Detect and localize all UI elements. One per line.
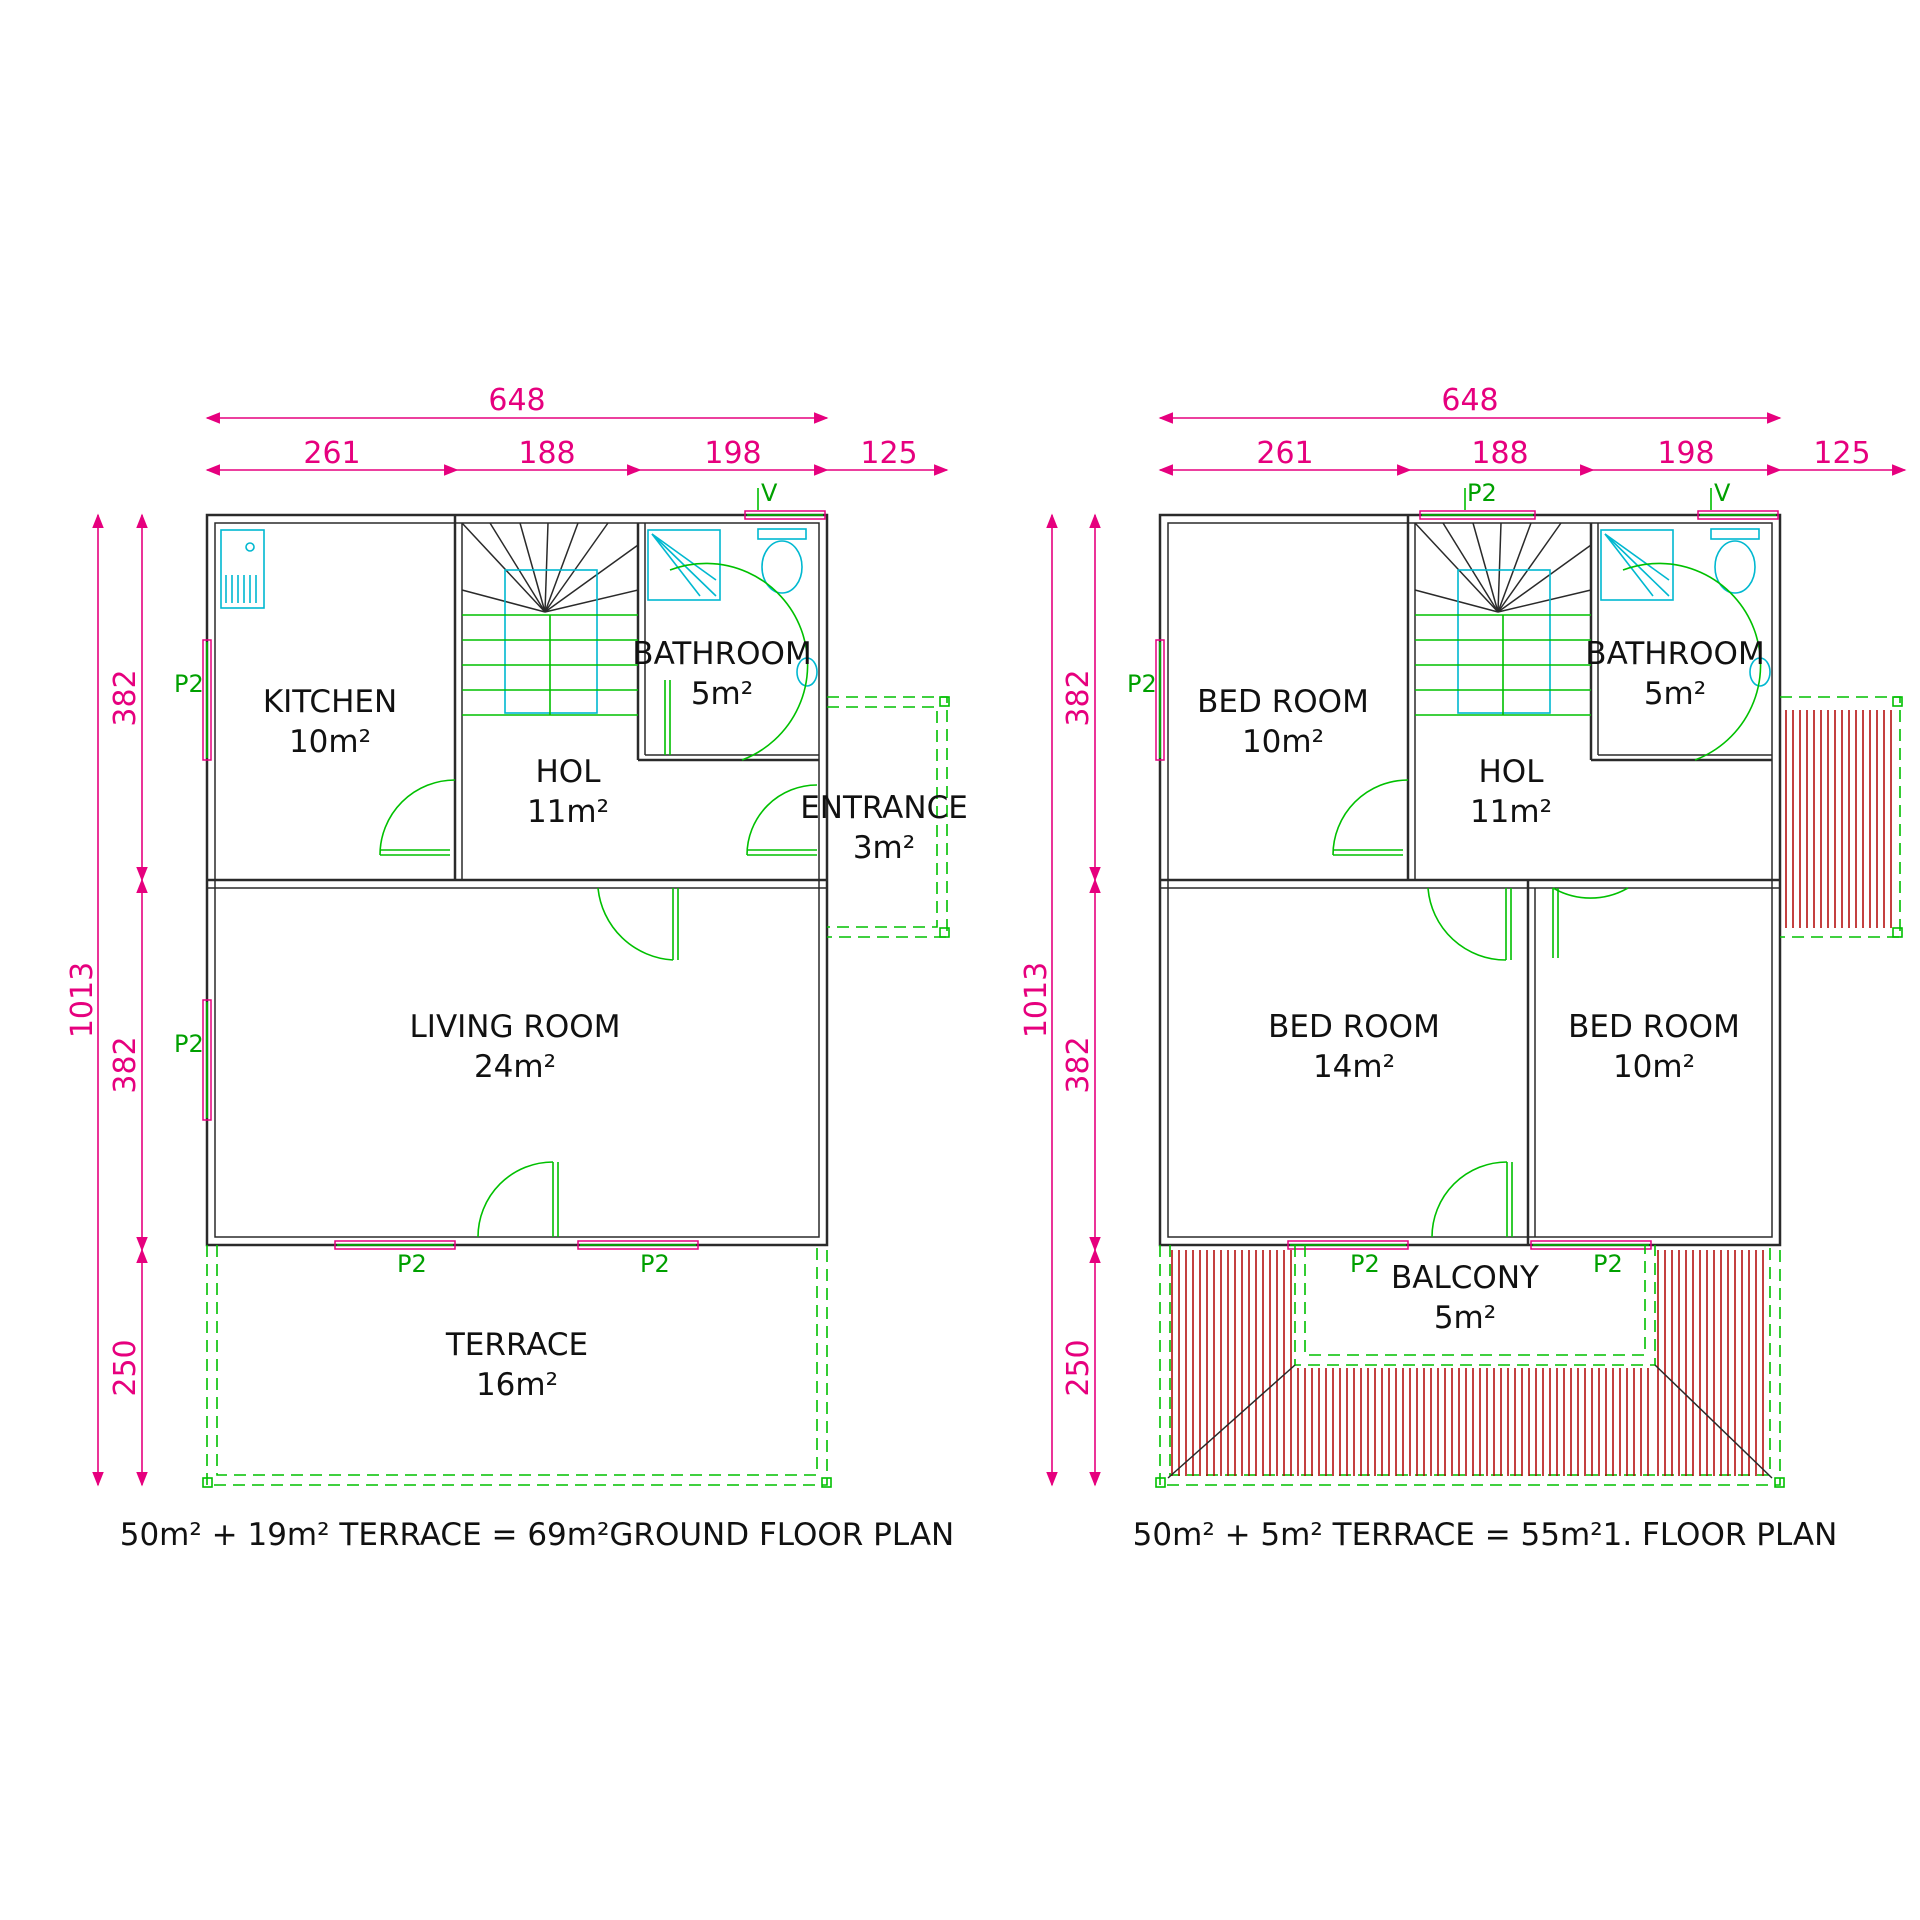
window-tag-kitchen: P2	[174, 670, 204, 698]
room-area-entrance: 3m²	[853, 830, 915, 866]
ground-staircase	[461, 522, 639, 716]
first-opening-tags: P2 P2 P2 P2 V	[1127, 479, 1731, 1278]
dim-width-4: 125	[1813, 436, 1870, 471]
first-room-labels: BED ROOM 10m² HOL 11m² BATHROOM 5m² BED …	[1197, 636, 1765, 1336]
dim-height-2: 382	[108, 1036, 143, 1093]
dim-width-2: 188	[1471, 436, 1528, 471]
ground-floor-plan: 648 261 188 198 125 1013 382 382 250	[65, 383, 968, 1553]
dim-height-2: 382	[1061, 1036, 1096, 1093]
room-area-bathroom: 5m²	[1644, 676, 1706, 712]
room-area-bathroom: 5m²	[691, 676, 753, 712]
first-top-dimensions: 648 261 188 198 125	[1158, 383, 1907, 476]
dim-width-1: 261	[303, 436, 360, 471]
first-doors	[1332, 562, 1762, 1238]
room-name-entrance: ENTRANCE	[800, 790, 968, 826]
dim-width-3: 198	[704, 436, 761, 471]
ground-top-dimensions: 648 261 188 198 125	[205, 383, 949, 476]
first-floor-plan: 648 261 188 198 125 1013 382 382 250	[1019, 383, 1907, 1553]
room-area-hol: 11m²	[527, 794, 609, 830]
dim-total-width: 648	[488, 383, 545, 418]
first-balcony	[1155, 1245, 1785, 1488]
first-side-roof	[1780, 696, 1903, 938]
ground-floor-caption: 50m² + 19m² TERRACE = 69m²GROUND FLOOR P…	[120, 1517, 955, 1553]
room-name-bathroom: BATHROOM	[632, 636, 811, 672]
room-name-kitchen: KITCHEN	[263, 684, 397, 720]
room-area-terrace: 16m²	[476, 1367, 558, 1403]
window-tag-balcony-right: P2	[1593, 1250, 1623, 1278]
ground-windows	[202, 510, 826, 1250]
ground-opening-tags: P2 P2 P2 P2 V	[174, 479, 778, 1278]
room-name-living: LIVING ROOM	[410, 1009, 621, 1045]
window-tag-bedroom: P2	[1127, 670, 1157, 698]
room-area-bedroom-3: 10m²	[1613, 1049, 1695, 1085]
window-tag-terrace-left: P2	[397, 1250, 427, 1278]
room-name-bedroom-1: BED ROOM	[1197, 684, 1369, 720]
kitchen-sink-fixture	[220, 529, 265, 609]
dim-height-1: 382	[108, 669, 143, 726]
room-area-bedroom-2: 14m²	[1313, 1049, 1395, 1085]
room-name-hol: HOL	[536, 754, 602, 790]
dim-width-1: 261	[1256, 436, 1313, 471]
room-area-living: 24m²	[474, 1049, 556, 1085]
ground-terrace-outline	[202, 1245, 832, 1488]
room-name-bedroom-3: BED ROOM	[1568, 1009, 1740, 1045]
first-walls	[1158, 513, 1782, 1247]
vent-tag-bathroom: V	[761, 479, 778, 507]
room-name-balcony: BALCONY	[1391, 1260, 1539, 1296]
dim-total-width: 648	[1441, 383, 1498, 418]
first-floor-caption: 50m² + 5m² TERRACE = 55m²1. FLOOR PLAN	[1133, 1517, 1838, 1553]
ground-entrance-porch	[827, 696, 950, 938]
dim-height-1: 382	[1061, 669, 1096, 726]
dim-height-3: 250	[1061, 1339, 1096, 1396]
dim-width-2: 188	[518, 436, 575, 471]
dim-height-3: 250	[108, 1339, 143, 1396]
ground-doors	[379, 562, 818, 1238]
ground-left-dimensions: 1013 382 382 250	[65, 513, 148, 1487]
ground-room-labels: KITCHEN 10m² HOL 11m² BATHROOM 5m² ENTRA…	[263, 636, 968, 1403]
first-windows	[1155, 510, 1779, 1250]
room-area-balcony: 5m²	[1434, 1300, 1496, 1336]
room-name-hol: HOL	[1479, 754, 1545, 790]
room-name-bathroom: BATHROOM	[1585, 636, 1764, 672]
ground-walls	[205, 513, 829, 1247]
dim-total-height: 1013	[65, 962, 100, 1038]
dim-width-4: 125	[860, 436, 917, 471]
side-roof-hatch	[1785, 710, 1892, 928]
balcony-roof-hatch	[1171, 1250, 1764, 1476]
room-name-terrace: TERRACE	[445, 1327, 588, 1363]
dim-width-3: 198	[1657, 436, 1714, 471]
window-tag-terrace-right: P2	[640, 1250, 670, 1278]
room-area-bedroom-1: 10m²	[1242, 724, 1324, 760]
window-tag-living: P2	[174, 1030, 204, 1058]
first-left-dimensions: 1013 382 382 250	[1019, 513, 1101, 1487]
room-area-kitchen: 10m²	[289, 724, 371, 760]
room-area-hol: 11m²	[1470, 794, 1552, 830]
window-tag-balcony-left: P2	[1350, 1250, 1380, 1278]
dim-total-height: 1013	[1019, 962, 1054, 1038]
vent-tag-bathroom: V	[1714, 479, 1731, 507]
window-tag-hol: P2	[1467, 479, 1497, 507]
first-staircase	[1414, 522, 1592, 716]
room-name-bedroom-2: BED ROOM	[1268, 1009, 1440, 1045]
